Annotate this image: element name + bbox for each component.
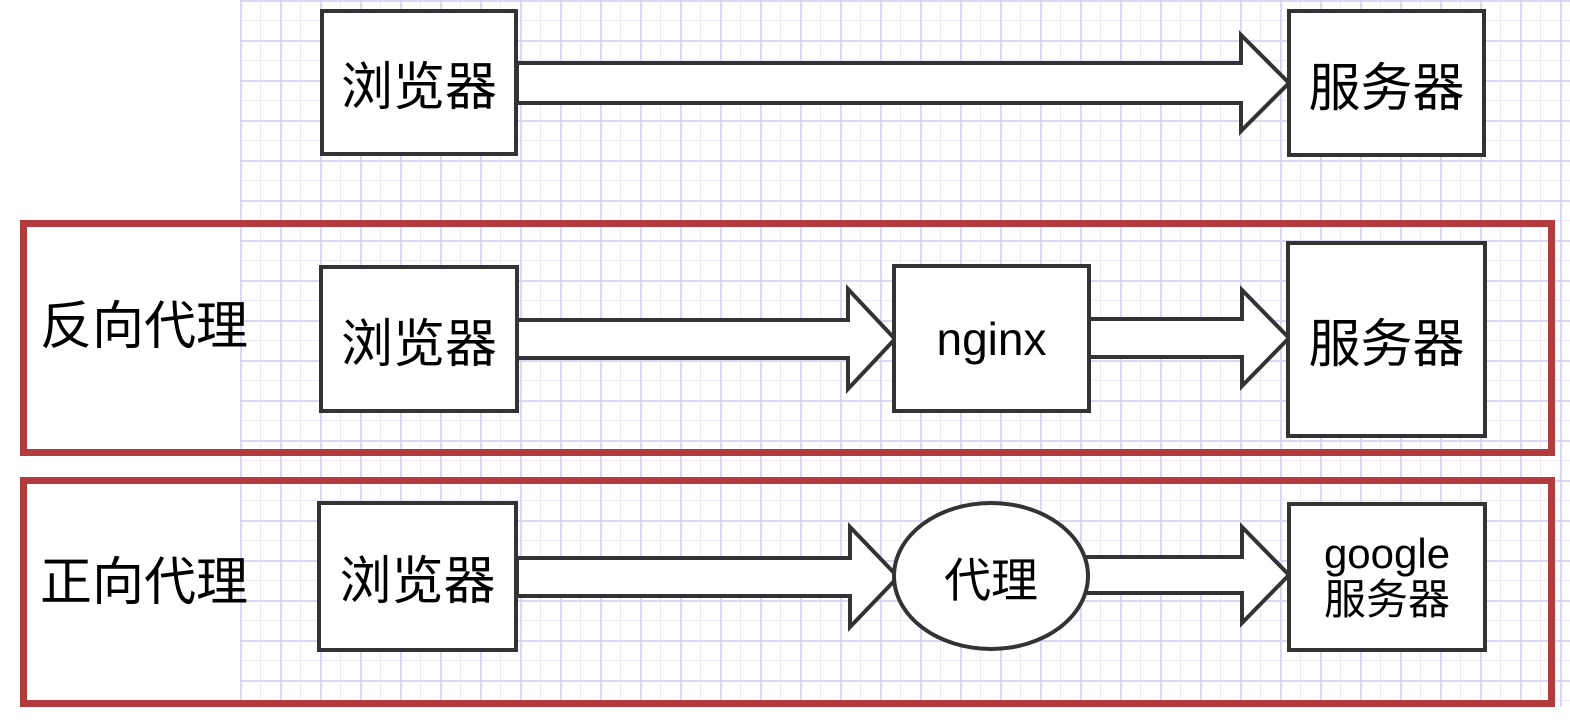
google-server-label: google 服务器 (1323, 529, 1451, 623)
nginx-node: nginx (892, 264, 1091, 413)
forward-proxy-group-frame (20, 477, 1555, 707)
server-node-direct: 服务器 (1287, 9, 1486, 157)
arrow-browser-to-nginx (515, 283, 898, 395)
browser-node-direct: 浏览器 (320, 9, 518, 156)
browser-node-forward: 浏览器 (317, 501, 518, 652)
server-node-reverse: 服务器 (1286, 241, 1487, 438)
forward-proxy-label: 正向代理 (40, 554, 249, 612)
google-server-node: google 服务器 (1287, 502, 1487, 652)
google-server-label-line2: 服务器 (1323, 576, 1450, 623)
browser-node-reverse: 浏览器 (319, 265, 519, 413)
reverse-proxy-label: 反向代理 (40, 298, 249, 356)
google-server-label-line1: google (1323, 529, 1451, 577)
arrow-browser-to-proxy (515, 522, 901, 632)
proxy-ellipse-node: 代理 (892, 501, 1090, 651)
arrow-proxy-to-google-server (1081, 522, 1292, 628)
arrow-browser-to-server (515, 30, 1292, 136)
reverse-proxy-group-frame (20, 220, 1555, 456)
arrow-nginx-to-server (1083, 285, 1292, 391)
